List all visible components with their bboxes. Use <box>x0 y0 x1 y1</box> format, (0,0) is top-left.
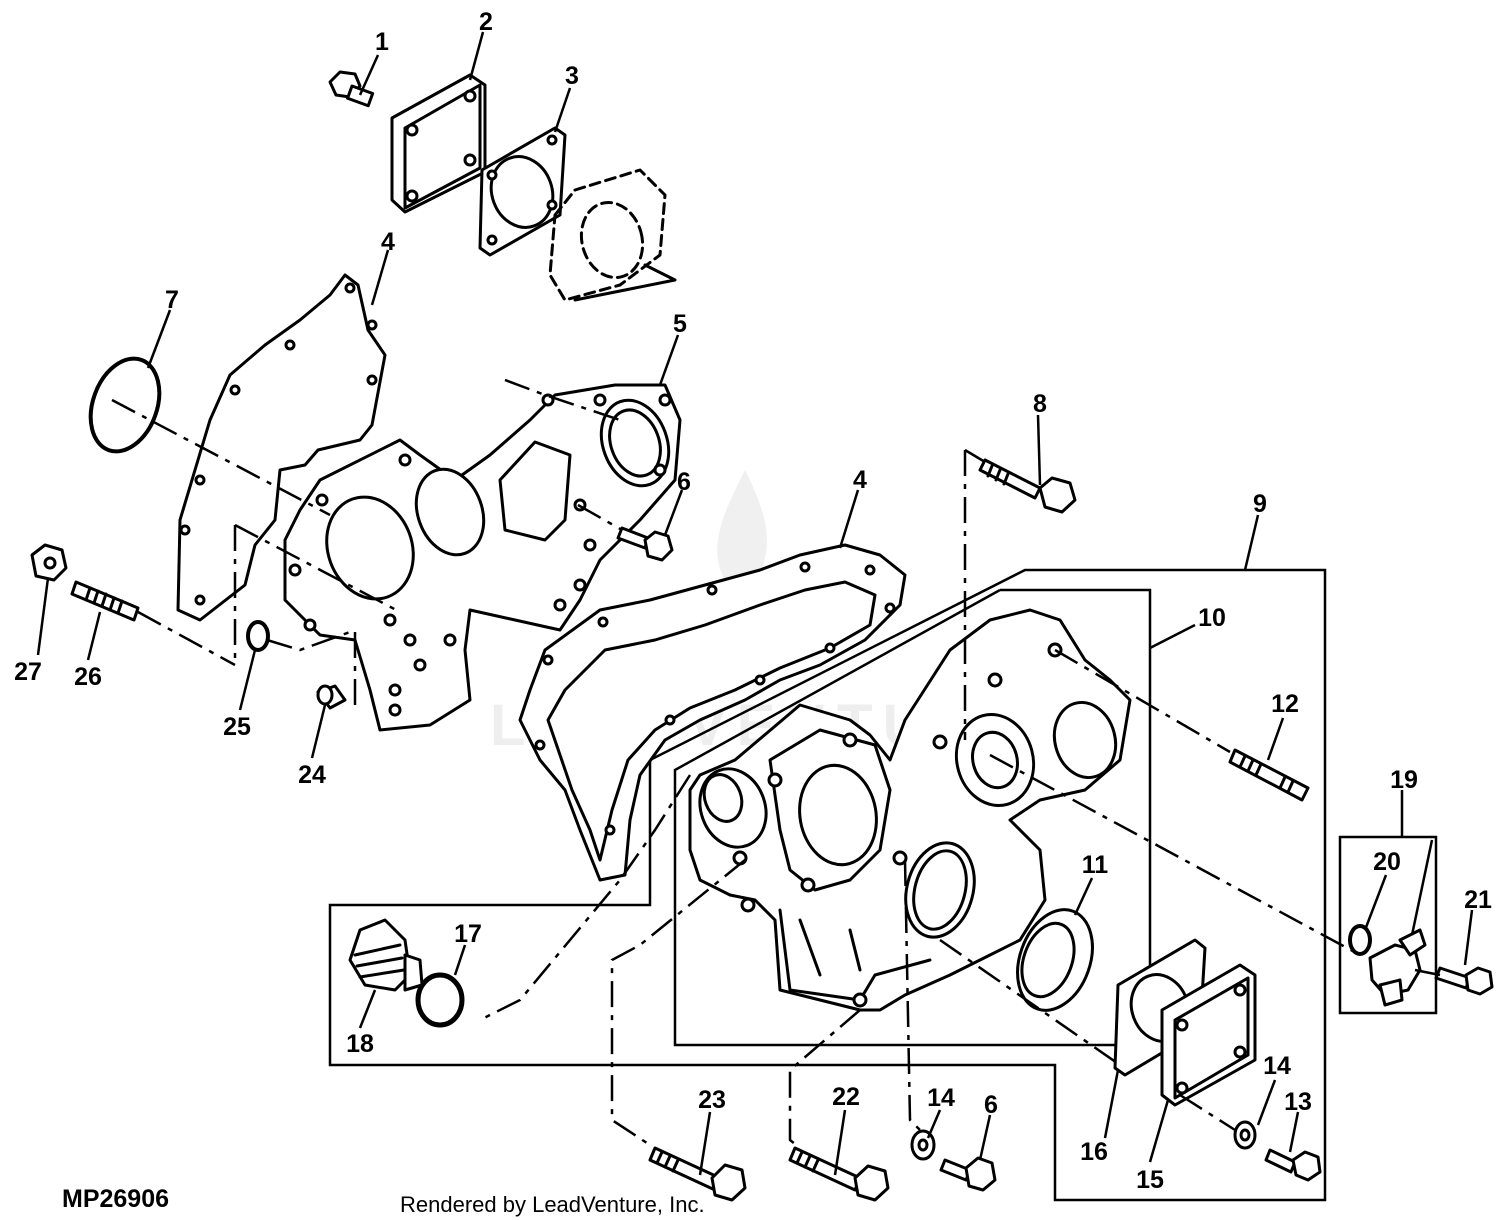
part-5-front-plate[interactable] <box>283 383 682 732</box>
callout-13: 13 <box>1284 1088 1312 1116</box>
part-10-timing-cover[interactable] <box>688 608 1132 1012</box>
callout-18: 18 <box>346 1030 374 1058</box>
callout-11: 11 <box>1082 851 1109 879</box>
callout-14-bottom: 14 <box>927 1084 955 1112</box>
part-4-gasket-lower[interactable] <box>518 543 907 882</box>
leader-lines <box>36 31 1474 1176</box>
part-21-bolt[interactable] <box>1434 966 1494 996</box>
callout-labels: 1 2 3 4 7 5 6 4 8 9 10 12 19 20 21 11 17… <box>14 8 1492 1194</box>
callout-10: 10 <box>1198 604 1226 632</box>
callout-19: 19 <box>1390 766 1418 794</box>
part-14-washer-bottom[interactable] <box>910 1129 936 1161</box>
housing-outline-dashed <box>548 168 677 302</box>
callout-9: 9 <box>1253 490 1267 518</box>
callout-5: 5 <box>673 310 687 338</box>
callout-22: 22 <box>832 1083 860 1111</box>
assembly-9-frame <box>328 568 1327 1202</box>
callout-25: 25 <box>223 713 251 741</box>
part-18-plug[interactable] <box>348 918 424 992</box>
alignment-lines <box>111 378 1441 1149</box>
callout-27: 27 <box>14 658 42 686</box>
part-15-cover-plate[interactable] <box>1160 963 1257 1107</box>
callout-4-upper: 4 <box>381 228 395 256</box>
callout-4-lower: 4 <box>853 466 867 494</box>
callout-21: 21 <box>1464 886 1492 914</box>
part-23-bolt[interactable] <box>648 1146 747 1202</box>
part-1-bolt[interactable] <box>328 70 375 108</box>
callout-15: 15 <box>1136 1166 1164 1194</box>
diagram-code: MP26906 <box>62 1185 169 1213</box>
callout-1: 1 <box>375 28 389 56</box>
callout-7: 7 <box>165 286 179 314</box>
part-2-cover-plate[interactable] <box>390 73 487 214</box>
callout-6-upper: 6 <box>677 468 691 496</box>
part-7-o-ring[interactable] <box>79 349 172 461</box>
callout-23: 23 <box>698 1086 726 1114</box>
callout-26: 26 <box>74 663 102 691</box>
callout-20: 20 <box>1373 848 1401 876</box>
part-11-seal[interactable] <box>1004 899 1105 1021</box>
part-6-bolt-upper[interactable] <box>616 526 674 562</box>
callout-2: 2 <box>479 8 493 36</box>
part-14-washer-right[interactable] <box>1233 1120 1257 1150</box>
callout-8: 8 <box>1033 390 1047 418</box>
part-24-dowel[interactable] <box>316 684 347 710</box>
part-8-bolt[interactable] <box>978 458 1077 514</box>
part-26-stud[interactable] <box>70 580 140 622</box>
part-4-gasket-upper[interactable] <box>176 273 387 622</box>
credit-text: Rendered by LeadVenture, Inc. <box>400 1192 705 1217</box>
callout-14-right: 14 <box>1263 1052 1291 1080</box>
part-13-bolt[interactable] <box>1264 1148 1322 1182</box>
assembly-19-frame <box>1338 835 1438 1015</box>
callout-17: 17 <box>454 920 482 948</box>
part-25-o-ring[interactable] <box>246 620 270 652</box>
part-6-bolt-lower[interactable] <box>939 1156 997 1192</box>
callout-3: 3 <box>565 62 579 90</box>
callout-16: 16 <box>1080 1138 1108 1166</box>
part-22-bolt[interactable] <box>788 1146 890 1202</box>
part-17-o-ring[interactable] <box>415 972 465 1028</box>
part-3-gasket[interactable] <box>478 126 567 257</box>
callout-24: 24 <box>298 761 326 789</box>
part-12-stud[interactable] <box>1228 748 1310 802</box>
callout-12: 12 <box>1271 690 1299 718</box>
part-19-sensor-bracket[interactable] <box>1368 928 1427 1007</box>
part-20-o-ring[interactable] <box>1348 924 1372 956</box>
callout-6-lower: 6 <box>984 1091 998 1119</box>
part-27-nut[interactable] <box>30 543 68 582</box>
